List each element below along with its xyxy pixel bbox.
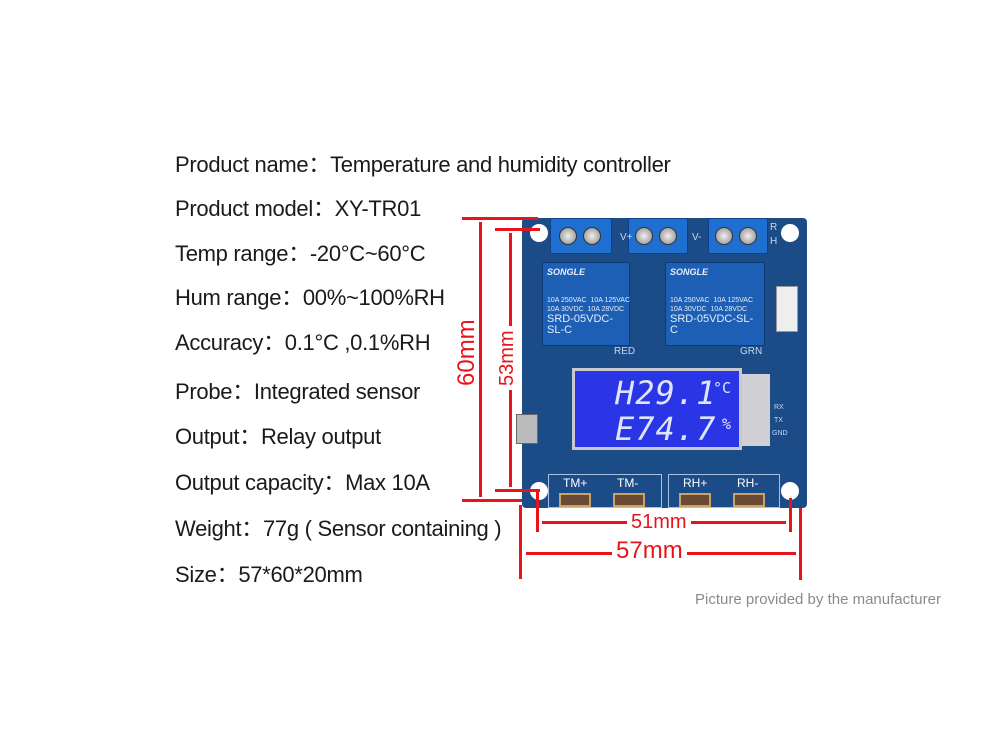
sensor-connector	[776, 286, 798, 332]
lcd-temperature: H29.1	[615, 374, 717, 412]
controller-board: V+ V- R H SONGLE 10A 250VAC 10A 125VAC 1…	[516, 218, 807, 508]
terminal-block	[628, 218, 688, 254]
terminal-label: H	[770, 236, 778, 247]
pin-label: GND	[772, 430, 788, 437]
dimension-57mm: 57mm	[612, 539, 687, 563]
relay: SONGLE 10A 250VAC 10A 125VAC 10A 30VDC 1…	[665, 262, 765, 346]
spec-product-model: Product model：XY-TR01	[175, 196, 422, 221]
dimension-60mm: 60mm	[453, 315, 480, 390]
usb-port[interactable]	[516, 414, 538, 444]
mount-hole	[781, 224, 799, 242]
dimension-53mm: 53mm	[496, 326, 518, 390]
lcd-humidity: E74.7	[615, 410, 717, 448]
led-label-grn: GRN	[740, 346, 763, 357]
lcd-backlight	[742, 374, 770, 446]
terminal-label: V+	[620, 232, 633, 243]
led-label-red: RED	[614, 346, 636, 357]
image-caption: Picture provided by the manufacturer	[695, 591, 941, 608]
spec-output-capacity: Output capacity：Max 10A	[175, 470, 430, 495]
dimension-51mm: 51mm	[627, 511, 691, 533]
button-panel-temp: TM+ TM-	[548, 474, 662, 508]
mount-hole	[781, 482, 799, 500]
spec-product-name: Product name：Temperature and humidity co…	[175, 152, 671, 177]
button-label: TM+	[563, 476, 588, 490]
rh-plus-button[interactable]	[679, 493, 711, 507]
terminal-label: V-	[692, 232, 702, 243]
lcd-unit-celsius: °C	[712, 379, 731, 397]
terminal-label: R	[770, 222, 778, 233]
button-panel-hum: RH+ RH-	[668, 474, 780, 508]
button-label: RH-	[737, 476, 759, 490]
relay: SONGLE 10A 250VAC 10A 125VAC 10A 30VDC 1…	[542, 262, 630, 346]
spec-size: Size：57*60*20mm	[175, 562, 363, 587]
pin-label: RX	[774, 404, 784, 411]
button-label: TM-	[617, 476, 639, 490]
tm-plus-button[interactable]	[559, 493, 591, 507]
rh-minus-button[interactable]	[733, 493, 765, 507]
terminal-block	[550, 218, 612, 254]
spec-output: Output：Relay output	[175, 424, 381, 449]
spec-weight: Weight：77g ( Sensor containing )	[175, 516, 502, 541]
spec-accuracy: Accuracy：0.1°C ,0.1%RH	[175, 330, 431, 355]
mount-hole	[530, 224, 548, 242]
tm-minus-button[interactable]	[613, 493, 645, 507]
lcd-display: H29.1 °C E74.7 %	[572, 368, 742, 450]
spec-temp-range: Temp range：-20°C~60°C	[175, 241, 426, 266]
lcd-unit-percent: %	[721, 415, 731, 433]
spec-hum-range: Hum range：00%~100%RH	[175, 285, 445, 310]
spec-probe: Probe：Integrated sensor	[175, 379, 421, 404]
terminal-block	[708, 218, 768, 254]
button-label: RH+	[683, 476, 708, 490]
pin-label: TX	[774, 417, 783, 424]
